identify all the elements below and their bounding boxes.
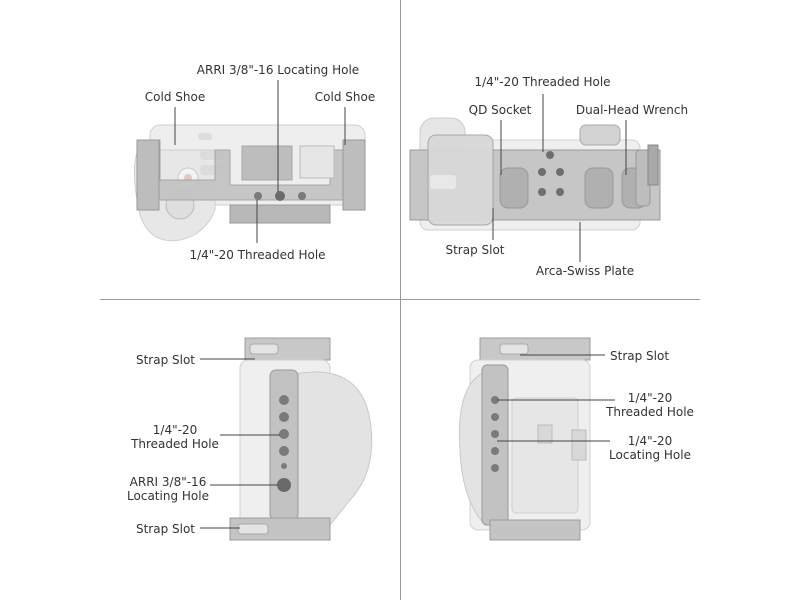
label-strap-slot-bottom: Strap Slot <box>135 522 195 536</box>
label-dual-head-wrench: Dual-Head Wrench <box>575 103 689 117</box>
label-strap-slot-top: Strap Slot <box>135 353 195 367</box>
label-threaded-hole: 1/4"-20 Threaded Hole <box>189 248 326 262</box>
camera-cage-right-side-illustration <box>458 337 615 541</box>
label-cold-shoe-right: Cold Shoe <box>314 90 376 104</box>
label-strap-slot: Strap Slot <box>610 349 670 363</box>
horizontal-divider <box>100 299 700 300</box>
label-threaded-hole: 1/4"-20 Threaded Hole <box>474 75 611 89</box>
camera-cage-left-side-illustration <box>200 337 373 541</box>
label-qd-socket: QD Socket <box>468 103 532 117</box>
label-threaded-hole: 1/4"-20 Threaded Hole <box>131 423 219 451</box>
camera-cage-top-view-illustration <box>133 80 366 243</box>
label-arri-locating-hole: ARRI 3/8"-16 Locating Hole <box>196 63 360 77</box>
panel-right-side-view: Strap Slot 1/4"-20 Threaded Hole 1/4"-20… <box>400 300 800 600</box>
label-arri-locating-hole: ARRI 3/8"-16 Locating Hole <box>127 475 209 503</box>
vertical-divider <box>400 0 401 600</box>
label-strap-slot: Strap Slot <box>445 243 505 257</box>
label-threaded-hole: 1/4"-20 Threaded Hole <box>606 391 694 419</box>
label-cold-shoe-left: Cold Shoe <box>144 90 206 104</box>
label-arca-swiss-plate: Arca-Swiss Plate <box>535 264 635 278</box>
label-locating-hole: 1/4"-20 Locating Hole <box>609 434 691 462</box>
panel-top-view: Cold Shoe ARRI 3/8"-16 Locating Hole Col… <box>0 0 400 300</box>
panel-left-side-view: Strap Slot 1/4"-20 Threaded Hole ARRI 3/… <box>0 300 400 600</box>
camera-cage-bottom-view-illustration <box>409 94 661 262</box>
panel-bottom-view: 1/4"-20 Threaded Hole QD Socket Dual-Hea… <box>400 0 800 300</box>
